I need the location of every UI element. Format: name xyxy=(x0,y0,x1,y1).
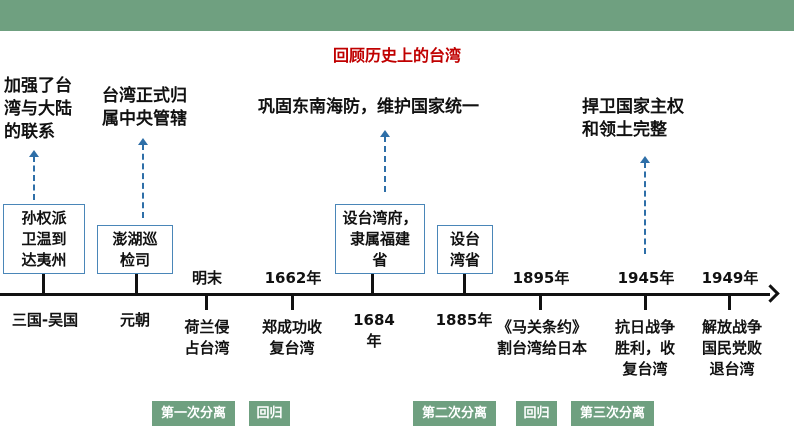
tick xyxy=(728,294,731,310)
date-1895: 1895年 xyxy=(512,269,570,287)
tick xyxy=(644,294,647,310)
significance-2: 台湾正式归 属中央管辖 xyxy=(102,86,187,129)
label-1684: 1684 年 xyxy=(353,311,395,350)
arrow-up-icon xyxy=(380,130,390,192)
label-zheng-chenggong: 郑成功收 复台湾 xyxy=(261,318,322,357)
phase-return-2: 回归 xyxy=(516,401,557,426)
date-1945: 1945年 xyxy=(617,269,675,287)
tick xyxy=(539,294,542,310)
tick xyxy=(371,274,374,294)
label-1885: 1885年 xyxy=(435,311,493,329)
date-1949: 1949年 xyxy=(701,269,759,287)
label-yuan: 元朝 xyxy=(119,311,150,329)
page-title: 回顾历史上的台湾 xyxy=(332,46,461,65)
tick xyxy=(463,274,466,294)
label-three-kingdoms: 三国-吴国 xyxy=(11,311,79,329)
event-box-taiwan-province: 设台 湾省 xyxy=(437,225,493,274)
phase-third-separation: 第三次分离 xyxy=(571,401,654,426)
header-bar xyxy=(0,0,794,31)
label-dutch-occupation: 荷兰侵 占台湾 xyxy=(184,318,230,357)
label-anti-japanese-victory: 抗日战争 胜利，收 复台湾 xyxy=(614,318,675,378)
phase-first-separation: 第一次分离 xyxy=(152,401,235,426)
arrow-up-icon xyxy=(138,138,148,218)
phase-return-1: 回归 xyxy=(249,401,290,426)
significance-3: 巩固东南海防，维护国家统一 xyxy=(258,97,479,117)
significance-1: 加强了台 湾与大陆 的联系 xyxy=(4,76,72,142)
label-shimonoseki: 《马关条约》 割台湾给日本 xyxy=(496,318,587,357)
tick xyxy=(135,274,138,294)
timeline-axis xyxy=(0,293,770,296)
event-box-sunquan: 孙权派 卫温到 达夷州 xyxy=(3,204,85,274)
significance-4: 捍卫国家主权 和领土完整 xyxy=(582,97,684,140)
date-1662: 1662年 xyxy=(264,269,322,287)
phase-second-separation: 第二次分离 xyxy=(413,401,496,426)
label-liberation-war: 解放战争 国民党败 退台湾 xyxy=(701,318,762,378)
event-box-taiwan-prefecture: 设台湾府， 隶属福建 省 xyxy=(335,204,425,274)
tick xyxy=(42,274,45,294)
tick xyxy=(291,294,294,310)
date-ming-end: 明末 xyxy=(191,269,222,287)
event-box-penghu: 澎湖巡 检司 xyxy=(97,225,173,274)
arrow-up-icon xyxy=(29,150,39,200)
tick xyxy=(205,294,208,310)
arrow-up-icon xyxy=(640,156,650,254)
